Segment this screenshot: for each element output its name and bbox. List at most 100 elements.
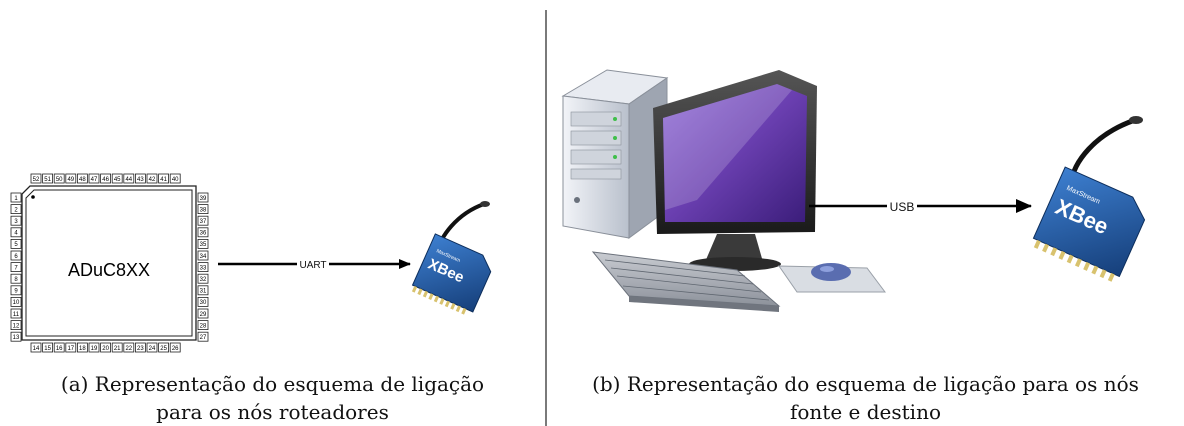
svg-text:25: 25 [160,346,167,352]
xbee-module-large: MaxStream XBee [1032,116,1146,282]
chip-pin-38: 38 [197,204,209,215]
svg-text:2: 2 [14,207,18,213]
svg-text:44: 44 [125,177,132,183]
chip-pin-23: 23 [134,342,146,353]
svg-text:13: 13 [13,335,20,341]
chip-pin-40: 40 [169,173,181,184]
chip-pin-44: 44 [123,173,135,184]
chip-pin-43: 43 [134,173,146,184]
chip-pin-29: 29 [197,308,209,319]
chip-pin-24: 24 [146,342,158,353]
chip-pin-46: 46 [100,173,111,184]
svg-text:8: 8 [14,277,18,283]
chip-pin-4: 4 [10,227,22,238]
svg-text:26: 26 [172,346,179,352]
svg-text:43: 43 [137,177,144,183]
caption-a-line2: para os nós roteadores [156,400,389,424]
svg-text:35: 35 [200,242,207,248]
chip-pin-34: 34 [197,250,209,261]
svg-text:31: 31 [200,289,207,295]
chip-pin-25: 25 [158,342,170,353]
svg-text:32: 32 [200,277,207,283]
chip-pin-39: 39 [197,192,209,203]
chip-pin-22: 22 [123,342,135,353]
adu-chip: ADuC8XX 12345678910111213393837363534333… [10,173,209,353]
computer-mouse [778,263,886,293]
chip-pin-18: 18 [77,342,88,353]
svg-text:20: 20 [102,346,109,352]
chip-pin-5: 5 [10,238,22,249]
chip-pin-30: 30 [197,296,209,307]
chip-pin-15: 15 [42,342,53,353]
svg-text:49: 49 [67,177,74,183]
svg-text:15: 15 [44,346,51,352]
svg-text:47: 47 [91,177,98,183]
svg-text:51: 51 [44,177,51,183]
svg-text:52: 52 [33,177,40,183]
computer-tower [561,69,669,239]
svg-text:16: 16 [56,346,63,352]
chip-pin-33: 33 [197,262,209,273]
svg-text:42: 42 [149,177,156,183]
chip-pin-52: 52 [30,173,42,184]
chip-pin-27: 27 [197,331,209,342]
chip-pin-11: 11 [10,308,22,319]
svg-text:29: 29 [200,312,207,318]
chip-pin-51: 51 [42,173,53,184]
svg-text:46: 46 [102,177,109,183]
svg-text:4: 4 [14,231,18,237]
chip-pin-35: 35 [197,238,209,249]
chip-pin-19: 19 [88,342,100,353]
chip-pin-36: 36 [197,227,209,238]
svg-text:12: 12 [13,323,20,329]
caption-b-line1: (b) Representação do esquema de ligação … [592,372,1139,396]
usb-label: USB [890,200,915,214]
svg-text:27: 27 [200,335,207,341]
chip-pin-42: 42 [146,173,158,184]
desktop-computer [561,69,886,312]
svg-text:6: 6 [14,254,18,260]
pin1-marker [31,195,35,199]
computer-keyboard [591,251,781,312]
chip-pin-7: 7 [10,262,22,273]
caption-a-line1: (a) Representação do esquema de ligação [60,372,485,396]
svg-text:30: 30 [200,300,207,306]
chip-pin-12: 12 [10,320,22,331]
chip-pin-2: 2 [10,204,22,215]
svg-text:14: 14 [33,346,40,352]
panel-a-diagram: ADuC8XX 12345678910111213393837363534333… [10,173,492,353]
svg-text:36: 36 [200,231,207,237]
chip-pin-9: 9 [10,285,22,296]
svg-text:28: 28 [200,323,207,329]
svg-text:19: 19 [91,346,98,352]
uart-link: UART [218,257,411,271]
caption-a: (a) Representação do esquema de ligação … [0,370,545,426]
caption-b: (b) Representação do esquema de ligação … [547,370,1184,426]
svg-text:45: 45 [114,177,121,183]
svg-text:10: 10 [13,300,20,306]
panel-divider [545,10,547,426]
svg-text:21: 21 [114,346,121,352]
chip-pin-21: 21 [111,342,123,353]
svg-text:9: 9 [14,289,18,295]
panel-b-diagram: USB MaxStream XBee [561,69,1146,312]
usb-link: USB [809,199,1032,214]
chip-pin-14: 14 [30,342,42,353]
chip-pin-20: 20 [100,342,111,353]
svg-text:40: 40 [172,177,179,183]
svg-text:3: 3 [14,219,18,225]
chip-pin-47: 47 [88,173,100,184]
chip-pin-31: 31 [197,285,209,296]
svg-text:7: 7 [14,265,18,271]
svg-text:1: 1 [14,196,18,202]
svg-text:17: 17 [67,346,74,352]
svg-text:38: 38 [200,207,207,213]
svg-text:34: 34 [200,254,207,260]
chip-pin-8: 8 [10,273,22,284]
svg-text:18: 18 [79,346,86,352]
svg-text:24: 24 [149,346,156,352]
svg-text:5: 5 [14,242,18,248]
chip-pin-3: 3 [10,215,22,226]
uart-label: UART [299,260,326,271]
